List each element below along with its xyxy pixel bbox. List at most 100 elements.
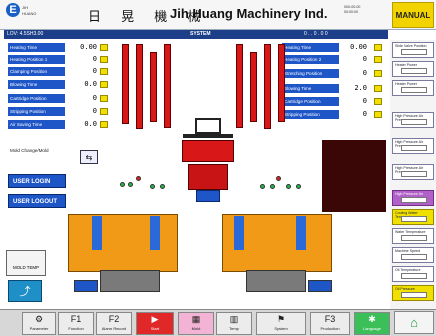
sidebar-indicator[interactable]: Heater Power xyxy=(392,61,434,77)
production-icon: F3 xyxy=(324,314,336,324)
sidebar-indicator[interactable]: Water Temperature xyxy=(392,228,434,244)
param-label: Stripping Position xyxy=(8,107,65,116)
nav-button-label: Production xyxy=(320,326,340,331)
trend-chart-button[interactable]: ⤴ xyxy=(8,280,42,302)
param-value[interactable]: 0.0 xyxy=(74,81,98,88)
nav-button-mold[interactable]: ▦Mold xyxy=(178,312,214,335)
company-name-english: Jih Huang Machinery Ind. xyxy=(170,6,328,21)
alarm-lamp xyxy=(276,176,281,181)
param-label: Stretching Position xyxy=(282,69,339,78)
logo-text-line: HUANG xyxy=(22,11,37,16)
sidebar-indicator[interactable]: Machine Speed xyxy=(392,247,434,263)
sidebar-indicator[interactable]: High Pressure Air xyxy=(392,190,434,206)
param-row: Cartridge Position 0 xyxy=(282,97,386,106)
user-logout-button[interactable]: USER LOGOUT xyxy=(8,194,66,208)
param-label: Cartridge Position xyxy=(282,97,339,106)
param-unit-box xyxy=(100,95,108,102)
param-value[interactable]: 0 xyxy=(344,98,368,105)
start-icon: ▶ xyxy=(151,314,159,324)
param-row: Heating Position 1 0 xyxy=(8,55,108,64)
mold-half xyxy=(234,216,244,250)
preform-heater xyxy=(188,164,228,190)
nav-button-start[interactable]: ▶ Start xyxy=(136,312,174,335)
param-value[interactable]: 0 xyxy=(74,68,98,75)
param-value[interactable]: 0 xyxy=(344,56,368,63)
param-label: Heating Time xyxy=(282,43,339,52)
nav-button-temp[interactable]: ▥Temp xyxy=(216,312,252,335)
nav-button-label: System xyxy=(274,326,288,331)
param-value[interactable]: 2.0 xyxy=(344,85,368,92)
temperature-icon: ▥ xyxy=(229,314,239,324)
nav-button-label: Start xyxy=(150,326,160,331)
sensor-lamp xyxy=(286,184,291,189)
indicator-value xyxy=(401,68,427,74)
company-name-chinese: 日 晃 機 械 xyxy=(88,10,209,25)
nav-button-system[interactable]: ⚑System xyxy=(256,312,306,335)
status-bar: LOV: 4.5SH3.00 SYSTEM 0 . . 0 . 0 0 xyxy=(4,30,388,39)
param-row: Clamping Position 0 xyxy=(8,67,108,76)
param-value[interactable]: 0 xyxy=(74,56,98,63)
alarm-record-icon: F2 xyxy=(108,314,120,324)
param-value[interactable]: 0 xyxy=(344,70,368,77)
version-text: LOV: 4.5SH3.00 xyxy=(7,31,44,37)
param-value[interactable]: 0.0 xyxy=(74,121,98,128)
sidebar-indicator-label: Heater Power xyxy=(395,82,417,86)
param-value[interactable]: 0 xyxy=(344,111,368,118)
user-login-button[interactable]: USER LOGIN xyxy=(8,174,66,188)
mold-carriage xyxy=(74,280,98,292)
indicator-value xyxy=(401,197,427,203)
parameter-icon: ⚙ xyxy=(34,314,44,324)
sidebar-indicator[interactable]: High Pressure Air Pressure xyxy=(392,164,434,180)
param-row: Heating Time 0.00 xyxy=(8,43,108,52)
mode-indicator[interactable]: MANUAL xyxy=(392,2,434,28)
heater-pillar xyxy=(250,52,257,122)
sidebar-indicator[interactable]: Oil Pressure xyxy=(392,285,434,301)
home-button[interactable]: ⌂ xyxy=(394,311,434,334)
param-label: Heating Position 1 xyxy=(8,55,65,64)
sensor-lamp xyxy=(128,182,133,187)
indicator-value xyxy=(401,49,427,55)
sidebar-indicator[interactable]: High Pressure Air Pressure xyxy=(392,112,434,128)
sensor-lamp xyxy=(296,184,301,189)
param-label: Stripping Position xyxy=(282,110,339,119)
header-bar: E JIH HUANG 日 晃 機 械 Jih Huang Machinery … xyxy=(0,0,436,30)
param-value[interactable]: 0 xyxy=(74,108,98,115)
heater-pillar xyxy=(164,44,171,128)
heater-pillar xyxy=(136,44,143,129)
param-unit-box xyxy=(100,81,108,88)
param-row: Heating Time 0.00 xyxy=(282,43,386,52)
nav-button-parameter[interactable]: ⚙Parameter xyxy=(22,312,56,335)
mold-temp-button[interactable]: MOLD TEMP xyxy=(6,250,46,276)
preform-heater xyxy=(182,140,234,162)
system-label: SYSTEM xyxy=(190,31,211,37)
nav-button-language[interactable]: ✱Language xyxy=(354,312,390,335)
sidebar-indicator[interactable]: Heater Power xyxy=(392,80,434,96)
heater-pillar xyxy=(278,44,285,122)
clamp-head xyxy=(195,118,221,134)
company-logo: E JIH HUANG xyxy=(6,3,36,25)
sidebar-indicator[interactable]: Cooling Water Temperature xyxy=(392,209,434,225)
mold-base xyxy=(100,270,160,292)
sidebar-indicator-label: Machine Speed xyxy=(395,249,420,253)
indicator-value xyxy=(401,87,427,93)
mold-change-button[interactable]: ⇆ xyxy=(80,150,98,164)
param-value[interactable]: 0 xyxy=(74,95,98,102)
indicator-value xyxy=(401,145,427,151)
param-value[interactable]: 0.00 xyxy=(344,44,368,51)
mold-half xyxy=(296,216,306,250)
home-icon: ⌂ xyxy=(410,315,418,330)
param-value[interactable]: 0.00 xyxy=(74,44,98,51)
sidebar-indicator-label: Water Temperature xyxy=(395,230,426,234)
param-unit-box xyxy=(100,44,108,51)
sidebar-indicator[interactable]: Oil Temperature xyxy=(392,266,434,282)
header-info: 000-00-00 00:00:00 xyxy=(344,5,388,14)
heater-pillar xyxy=(236,44,243,128)
param-row: Cartridge Position 0 xyxy=(8,94,108,103)
indicator-value xyxy=(401,254,427,260)
sidebar-indicator[interactable]: Slide Valve Position xyxy=(392,42,434,58)
sensor-lamp xyxy=(120,182,125,187)
sidebar-indicator[interactable]: High Pressure Air Pressure xyxy=(392,138,434,154)
